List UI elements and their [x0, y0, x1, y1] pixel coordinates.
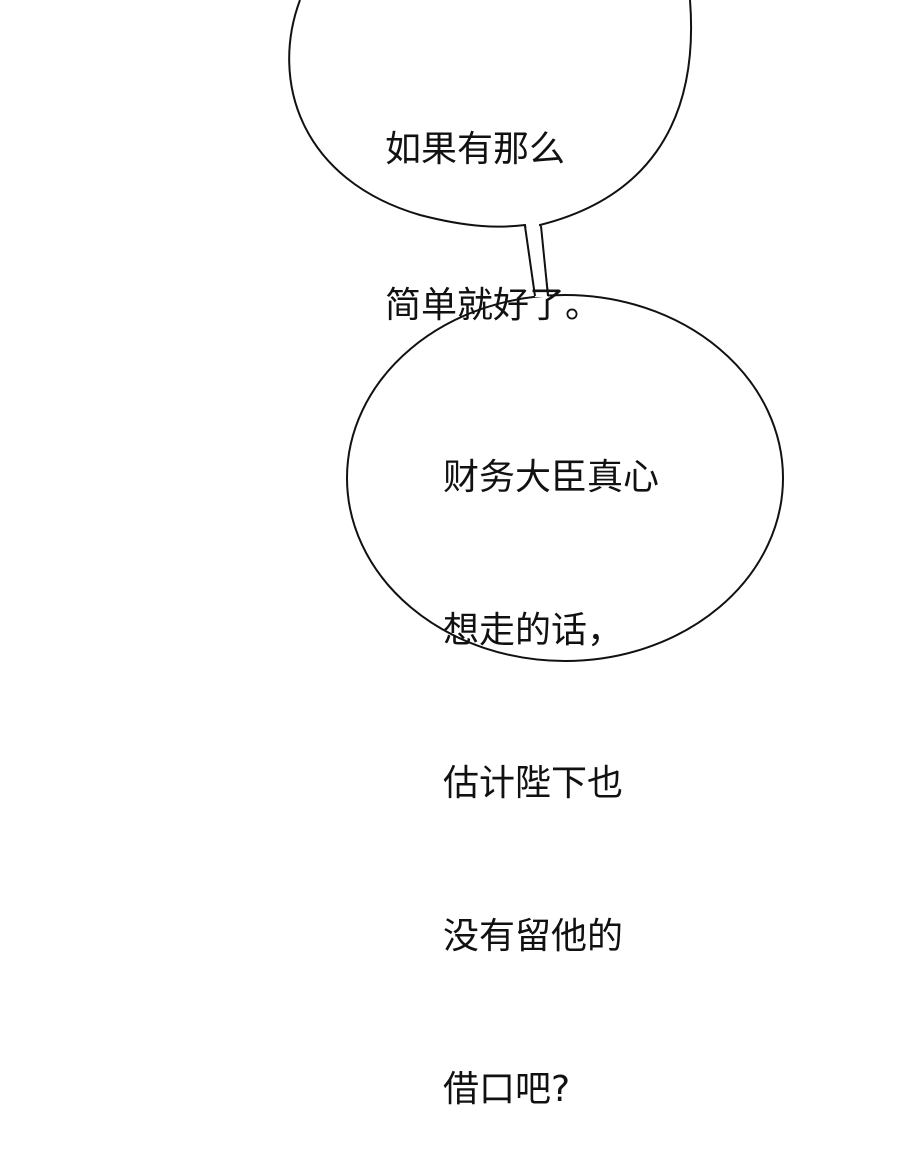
text-line: 如果有那么 [385, 129, 566, 170]
text-line: 财务大臣真心 [443, 457, 660, 498]
bubble-top [288, 0, 693, 296]
text-line: 简单就好了。 [385, 285, 602, 326]
bubble-bottom-text: 财务大臣真心 想走的话， 估计陛下也 没有留他的 借口吧? [443, 350, 659, 1166]
text-line: 借口吧? [443, 1069, 571, 1110]
text-line: 没有留他的 [443, 916, 624, 957]
bubble-top-text: 如果有那么 简单就好了。 [385, 20, 601, 384]
speech-bubbles [288, 0, 784, 662]
text-line: 想走的话， [443, 610, 624, 651]
bubble-bottom [346, 294, 784, 662]
text-line: 估计陛下也 [443, 763, 624, 804]
